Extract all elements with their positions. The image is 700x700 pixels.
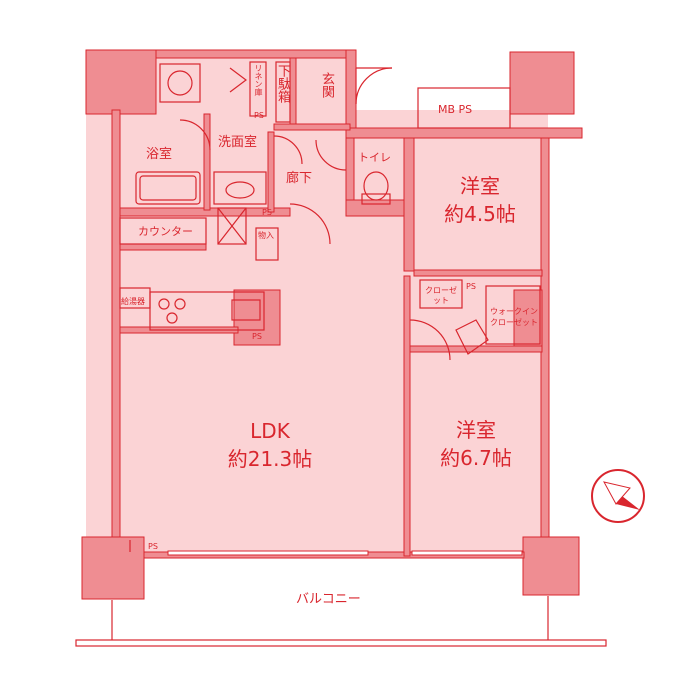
door-swings — [179, 67, 489, 361]
closet-box — [419, 279, 463, 309]
compass-icon — [591, 469, 645, 523]
linen-box — [249, 61, 267, 117]
washing-machine-pan — [159, 63, 201, 103]
water-heater-label: 給湯器 — [121, 297, 145, 306]
floor-area — [86, 55, 548, 555]
ps-label-closet: PS — [466, 282, 476, 291]
ps-label-washroom: PS — [262, 208, 272, 217]
mb-ps-label: MB PS — [438, 103, 473, 116]
pipe-space-box — [217, 207, 247, 245]
western-room-2-label: 洋室 約6.7帖 — [440, 418, 512, 470]
fixtures — [75, 61, 607, 647]
toilet-bowl — [363, 171, 389, 201]
walk-in-closet-box — [485, 285, 541, 345]
linen-cabinet-label: リネン庫 — [254, 64, 263, 96]
storage-label: 物入 — [258, 231, 274, 240]
windows — [167, 550, 523, 556]
kitchen-counter — [149, 291, 265, 331]
ps-label-balcony: PS — [148, 542, 158, 551]
counter-label: カウンター — [138, 225, 193, 238]
entrance-label: 玄関 — [319, 72, 334, 98]
washroom-label: 洗面室 — [218, 135, 258, 150]
water-heater-box — [119, 287, 151, 309]
toilet-label: トイレ — [358, 151, 391, 164]
counter-bar — [119, 217, 207, 245]
mb-ps-box — [417, 87, 511, 129]
shoe-box-label: 下駄箱 — [275, 64, 290, 103]
hallway-label: 廊下 — [286, 171, 313, 186]
balcony-label: バルコニー — [296, 592, 361, 607]
western-room-1-label: 洋室 約4.5帖 — [444, 174, 516, 226]
closet-label: クローゼット — [425, 286, 457, 305]
walk-in-closet-label: ウォークインクローゼット — [490, 307, 538, 327]
wash-basin — [213, 171, 267, 205]
ps-label-kitchen: PS — [252, 332, 262, 341]
bathtub — [135, 171, 201, 205]
bathroom-label: 浴室 — [146, 147, 173, 162]
shoebox-box — [275, 61, 291, 123]
storage-box — [255, 227, 279, 261]
balcony-railing — [75, 639, 607, 647]
ldk-label: LDK 約21.3帖 — [227, 419, 313, 471]
ps-label-linen: PS — [254, 111, 264, 120]
